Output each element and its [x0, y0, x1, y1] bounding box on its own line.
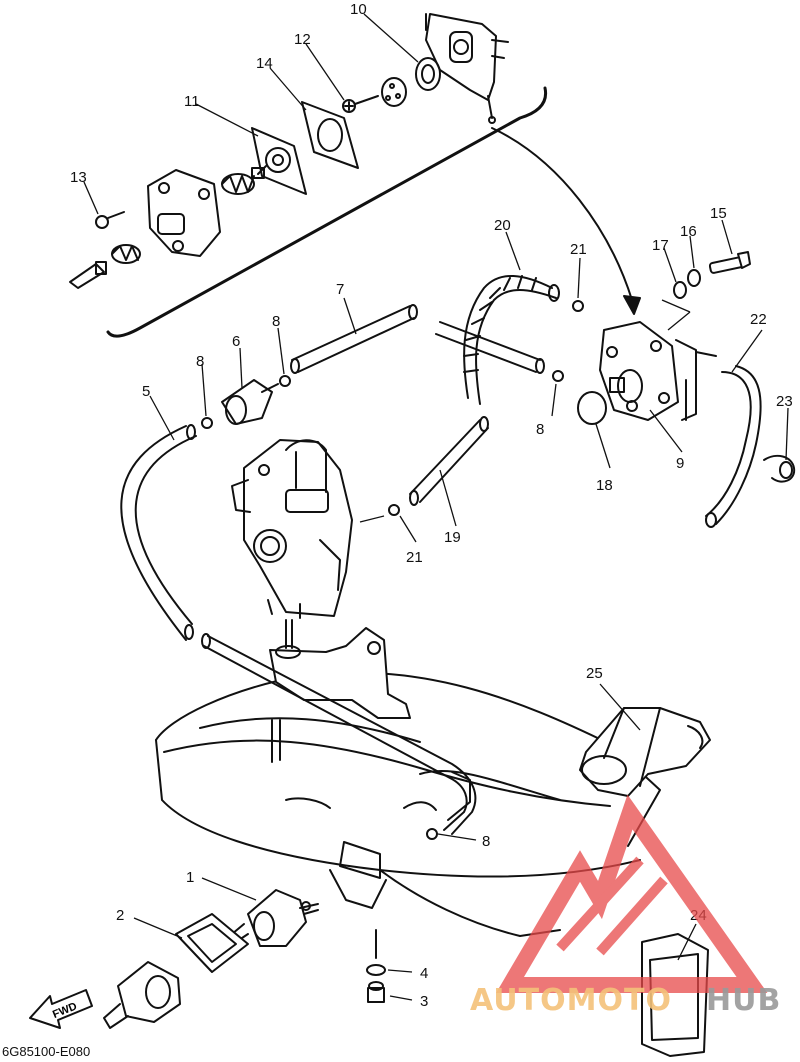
part-10-diaphragm: [415, 57, 441, 91]
part-9-fuel-pump: [599, 321, 717, 421]
part-20-corrugated-hose: [463, 274, 557, 405]
inset-arrowhead: [623, 295, 641, 315]
part-19-hose: [409, 419, 489, 503]
callout-1: 1: [186, 869, 194, 886]
inset-boundary: [106, 86, 548, 338]
callout-23: 23: [776, 393, 793, 410]
part-13-screw: [95, 211, 125, 229]
part-18-o-ring: [577, 391, 607, 425]
pump-cover: [147, 169, 221, 257]
watermark-text-end: HUB: [706, 983, 781, 1018]
callout-21b: 21: [406, 549, 423, 566]
part-21-clip-lower: [388, 504, 400, 516]
callout-12: 12: [294, 31, 311, 48]
callout-5: 5: [142, 383, 150, 400]
part-20-short-tube: [435, 321, 541, 373]
part-3-bolt: [367, 981, 385, 1003]
valve-stem: [69, 261, 107, 289]
leader-lines: [83, 13, 789, 1001]
valve-disc: [381, 77, 407, 107]
spring-lower: [111, 244, 141, 264]
callout-8b: 8: [196, 353, 204, 370]
callout-19: 19: [444, 529, 461, 546]
part-14-gasket: [301, 101, 359, 169]
callout-labels: 10 12 14 11 13 7 8 6 8 5 20 21 8 15 16 1…: [70, 1, 793, 1010]
part-10-pump-body: [425, 13, 509, 124]
part-17-washer: [673, 281, 687, 299]
callout-14: 14: [256, 55, 273, 72]
part-25-grommet: [579, 707, 711, 797]
part-7-hose: [291, 305, 415, 373]
part-12-screw: [342, 95, 379, 113]
part-22-hose: [705, 365, 762, 525]
carburetor: [231, 439, 353, 619]
part-8-clip-pump: [552, 370, 564, 382]
callout-2: 2: [116, 907, 124, 924]
part-11-diaphragm-assy: [251, 127, 307, 195]
callout-8a: 8: [272, 313, 280, 330]
part-5-hose: [120, 425, 197, 641]
callout-20: 20: [494, 217, 511, 234]
callout-13: 13: [70, 169, 87, 186]
part-6-filter: [221, 379, 279, 425]
callout-4: 4: [420, 965, 428, 982]
part-24-label: [641, 933, 709, 1057]
callout-8d: 8: [482, 833, 490, 850]
callout-21a: 21: [570, 241, 587, 258]
part-23-clip: [763, 454, 796, 483]
callout-9: 9: [676, 455, 684, 472]
part-4-washer: [366, 964, 386, 976]
callout-3: 3: [420, 993, 428, 1010]
bottom-cowling: [155, 671, 661, 937]
part-2-gasket: [175, 913, 249, 973]
callout-25: 25: [586, 665, 603, 682]
part-8-clip-lower: [426, 828, 438, 840]
part-16-washer: [687, 269, 701, 287]
corrugation-ribs: [463, 275, 537, 373]
callout-18: 18: [596, 477, 613, 494]
callout-7: 7: [336, 281, 344, 298]
part-21-clip-upper: [572, 300, 584, 312]
callout-17: 17: [652, 237, 669, 254]
callout-15: 15: [710, 205, 727, 222]
callout-10: 10: [350, 1, 367, 18]
callout-22: 22: [750, 311, 767, 328]
callout-11: 11: [184, 93, 200, 110]
fuel-connector: [103, 961, 181, 1029]
part-15-bolt: [708, 251, 751, 274]
spring-upper: [221, 173, 255, 195]
part-8-clip-upper: [279, 375, 291, 387]
part-5-hose-lower: [203, 635, 477, 835]
part-8-clip-left: [201, 417, 213, 429]
callout-8c: 8: [536, 421, 544, 438]
callout-6: 6: [232, 333, 240, 350]
fwd-arrow-mark: [29, 989, 93, 1029]
watermark-logo: [496, 794, 768, 993]
part-1-fuel-joint: [231, 889, 319, 947]
inset-arrow: [491, 127, 633, 301]
drawing-code: 6G85100-E080: [2, 1044, 91, 1059]
watermark-text-main: AUTOMOTO: [470, 983, 672, 1018]
callout-16: 16: [680, 223, 697, 240]
